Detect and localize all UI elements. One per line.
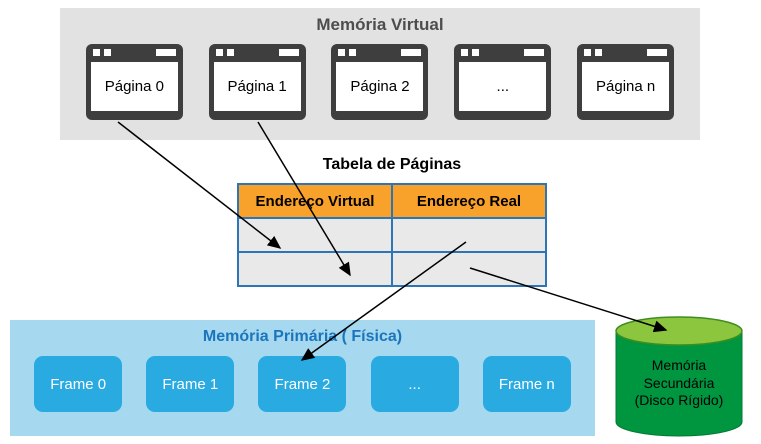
window-control-icon	[584, 49, 592, 56]
secondary-memory-label: Memória Secundária (Disco Rígido)	[634, 357, 724, 408]
table-cell	[237, 251, 393, 287]
window-control-icon	[647, 49, 668, 56]
page-label: Página 1	[213, 62, 301, 111]
table-cell	[391, 251, 547, 287]
virtual-memory-title: Memória Virtual	[316, 15, 444, 34]
secondary-memory-cylinder: Memória Secundária (Disco Rígido)	[612, 313, 746, 441]
frame-node-n: Frame n	[482, 356, 571, 412]
page-label: ...	[459, 62, 547, 111]
window-titlebar-icon	[331, 44, 428, 56]
window-control-icon	[472, 49, 480, 56]
primary-memory-box: Memória Primária ( Física) Frame 0 Frame…	[10, 320, 595, 436]
table-header-row: Endereço Virtual Endereço Real	[237, 183, 547, 219]
window-titlebar-icon	[209, 44, 306, 56]
window-control-icon	[215, 49, 223, 56]
window-control-icon	[155, 49, 176, 56]
window-titlebar-icon	[86, 44, 183, 56]
page-node-ellipsis: ...	[454, 44, 552, 120]
frames-row: Frame 0 Frame 1 Frame 2 ... Frame n	[10, 356, 595, 412]
frame-node-0: Frame 0	[34, 356, 123, 412]
window-control-icon	[461, 49, 469, 56]
window-control-icon	[349, 49, 357, 56]
window-titlebar-icon	[454, 44, 551, 56]
column-header-real-address: Endereço Real	[391, 183, 547, 219]
table-cell	[391, 217, 547, 253]
window-control-icon	[226, 49, 234, 56]
window-control-icon	[524, 49, 545, 56]
window-control-icon	[103, 49, 111, 56]
page-table-title: Tabela de Páginas	[322, 156, 462, 173]
page-table: Endereço Virtual Endereço Real	[237, 183, 547, 287]
page-node-n: Página n	[577, 44, 675, 120]
frame-node-1: Frame 1	[146, 356, 235, 412]
column-header-virtual-address: Endereço Virtual	[237, 183, 393, 219]
frame-node-ellipsis: ...	[370, 356, 459, 412]
page-label: Página n	[582, 62, 670, 111]
frame-node-2: Frame 2	[258, 356, 347, 412]
table-row	[237, 251, 547, 287]
table-cell	[237, 217, 393, 253]
pages-row: Página 0 Página 1 Página 2	[60, 44, 700, 120]
window-control-icon	[92, 49, 100, 56]
window-control-icon	[338, 49, 346, 56]
primary-memory-title: Memória Primária ( Física)	[202, 328, 403, 345]
window-titlebar-icon	[577, 44, 674, 56]
page-label: Página 0	[90, 62, 178, 111]
page-node-1: Página 1	[208, 44, 306, 120]
window-control-icon	[595, 49, 603, 56]
virtual-memory-box: Memória Virtual Página 0 Página 1	[60, 8, 700, 140]
window-control-icon	[278, 49, 299, 56]
page-node-2: Página 2	[331, 44, 429, 120]
window-control-icon	[401, 49, 422, 56]
page-label: Página 2	[336, 62, 424, 111]
table-row	[237, 217, 547, 253]
page-node-0: Página 0	[85, 44, 183, 120]
